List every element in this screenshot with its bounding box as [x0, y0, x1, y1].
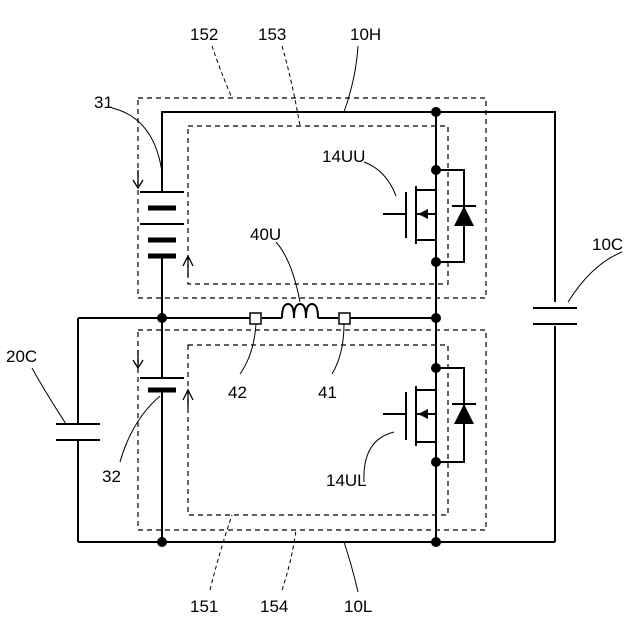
reference-labels: 152 153 10H 31 14UU 40U 10C 20C 42 41 32… [6, 25, 623, 616]
label-152: 152 [190, 25, 218, 44]
upper-outer-dashed-box-152 [138, 98, 486, 298]
label-32: 32 [102, 467, 121, 486]
junction-dots [157, 107, 441, 547]
lower-diode [454, 404, 474, 424]
label-40U: 40U [250, 225, 281, 244]
sensor-41 [339, 313, 350, 324]
battery-31 [140, 192, 184, 256]
label-42: 42 [228, 383, 247, 402]
label-14UU: 14UU [322, 147, 365, 166]
battery-32 [140, 378, 184, 390]
label-10C: 10C [592, 235, 623, 254]
label-154: 154 [260, 597, 288, 616]
lower-inner-dashed-box-151 [188, 345, 448, 515]
high-side-bus-10H [162, 112, 555, 302]
upper-switch-14UU [383, 170, 476, 262]
sensor-42 [250, 313, 261, 324]
label-153: 153 [258, 25, 286, 44]
lower-switch-14UL [383, 368, 476, 462]
label-20C: 20C [6, 347, 37, 366]
upper-diode [454, 206, 474, 226]
label-31: 31 [94, 93, 113, 112]
label-41: 41 [318, 383, 337, 402]
inductor-40U [282, 304, 318, 318]
wiring [78, 112, 555, 542]
upper-inner-dashed-box-153 [188, 126, 448, 284]
capacitor-10C [533, 308, 577, 324]
label-10H: 10H [350, 25, 381, 44]
label-10L: 10L [344, 597, 372, 616]
lower-outer-dashed-box-154 [138, 330, 486, 530]
capacitor-20C [56, 424, 100, 440]
label-151: 151 [190, 597, 218, 616]
label-14UL: 14UL [326, 471, 367, 490]
